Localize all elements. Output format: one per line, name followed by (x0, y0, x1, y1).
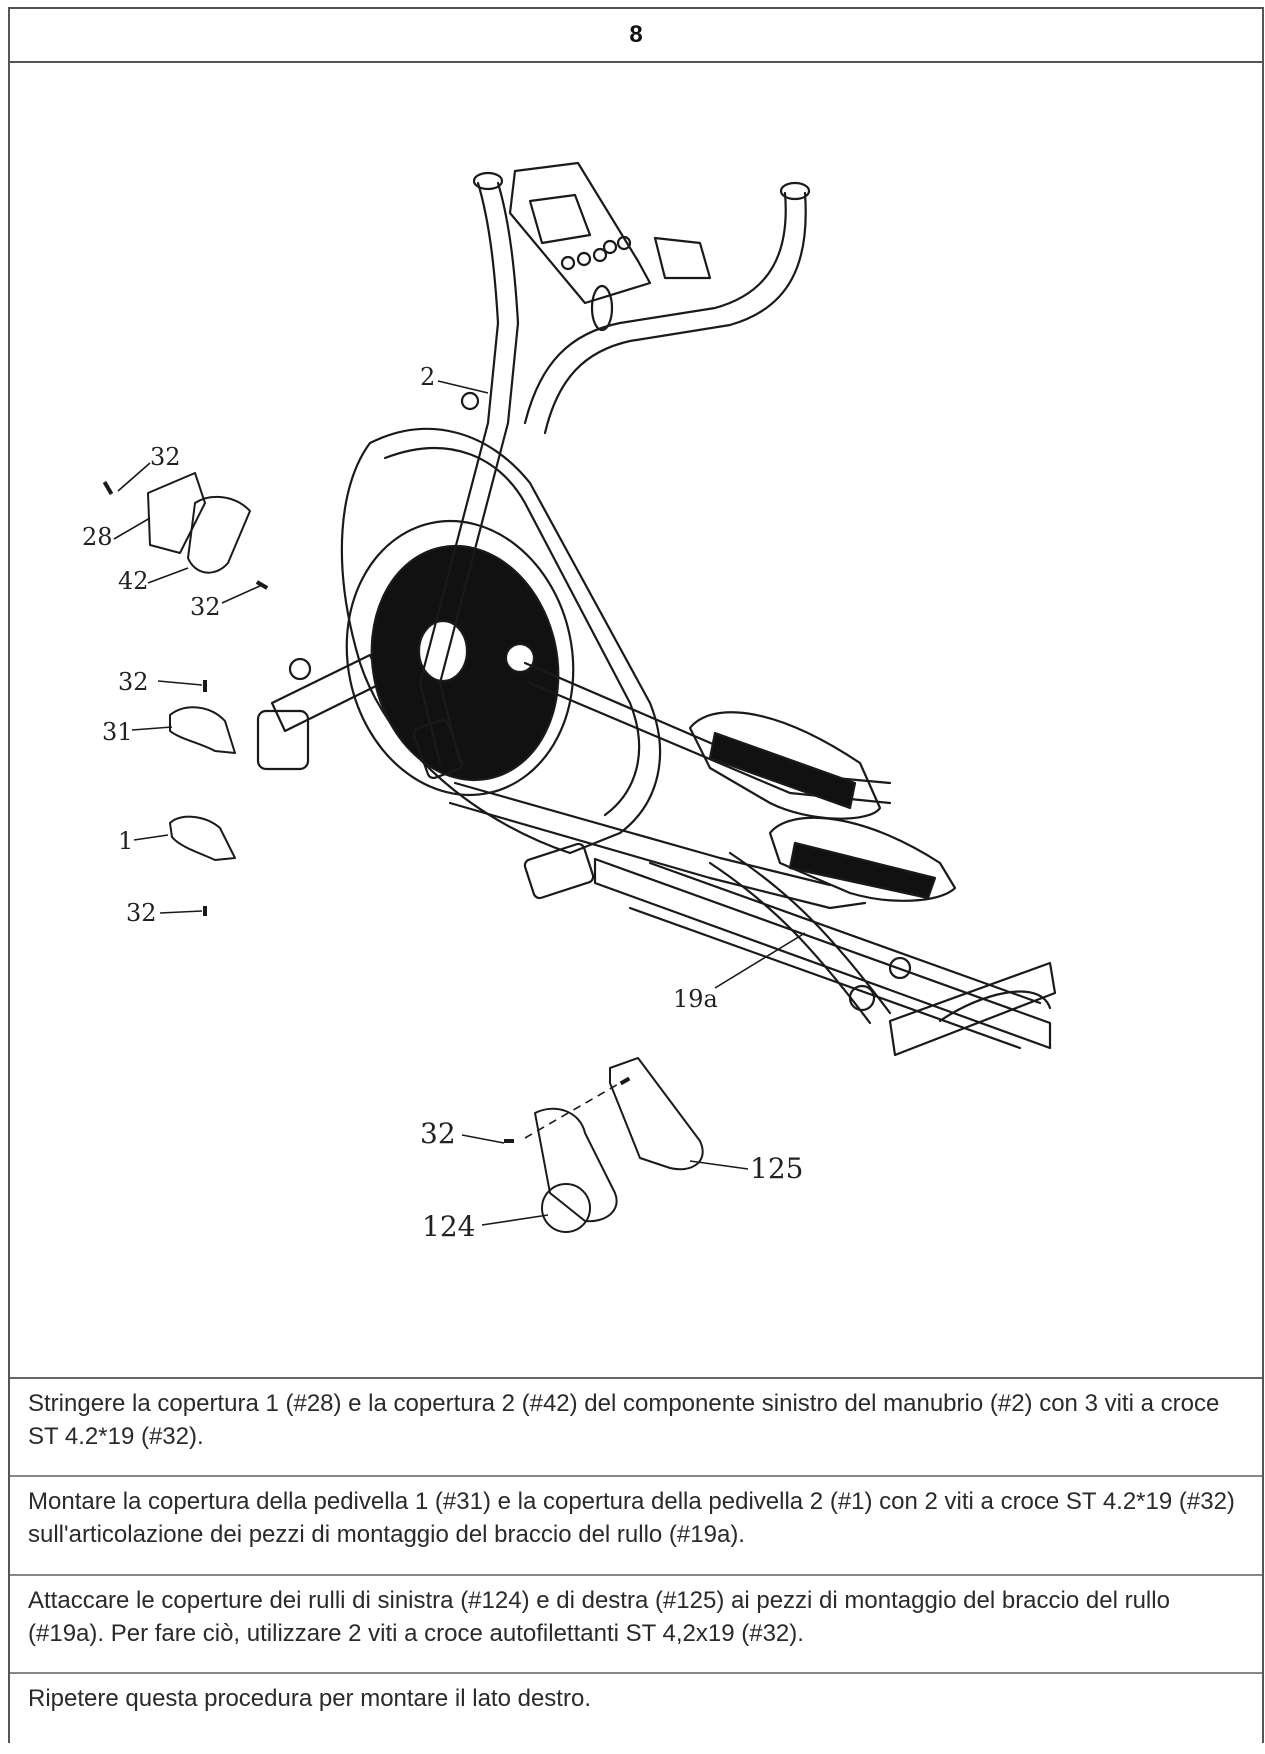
part-125-roller-cover (609, 1057, 704, 1171)
instruction-4: Ripetere questa procedura per montare il… (28, 1685, 591, 1712)
instruction-1: Stringere la copertura 1 (#28) e la cope… (10, 1379, 1262, 1477)
part-28-cover (147, 472, 206, 554)
part-124-roller-cover (534, 1107, 618, 1223)
callout-32-low: 32 (126, 899, 157, 927)
callout-42: 42 (118, 567, 149, 595)
part-31-cover (169, 706, 236, 754)
flywheel (345, 519, 575, 797)
console (508, 161, 652, 332)
right-handlebar-arm (523, 181, 811, 435)
pedal-arms (448, 661, 892, 1025)
base-frame (523, 842, 1057, 1057)
assembly-diagram: 2 32 28 42 32 32 31 1 32 19a 32 124 125 (10, 63, 1262, 1379)
callout-124: 124 (422, 1210, 475, 1243)
callout-32-roller: 32 (420, 1117, 456, 1150)
callout-31: 31 (102, 718, 133, 746)
foot-pedals (688, 711, 957, 902)
part-1-cover (169, 815, 236, 861)
left-handlebar-arm (412, 171, 520, 779)
callout-32-mid: 32 (190, 593, 221, 621)
assembly-step-sheet: 8 (8, 7, 1264, 1743)
callout-19a: 19a (673, 985, 718, 1013)
instruction-3: Attaccare le coperture dei rulli di sini… (10, 1576, 1262, 1674)
step-number: 8 (10, 9, 1262, 63)
callout-125: 125 (750, 1152, 803, 1185)
callout-32-left: 32 (118, 668, 149, 696)
callout-28: 28 (82, 523, 113, 551)
callout-1: 1 (118, 827, 133, 855)
roller-wheel (541, 1183, 591, 1233)
part-42-cover (187, 495, 251, 574)
callout-2: 2 (420, 363, 435, 391)
callout-32-top: 32 (150, 443, 181, 471)
elliptical-trainer-drawing: 2 32 28 42 32 32 31 1 32 19a 32 124 125 (82, 161, 1057, 1243)
instruction-2: Montare la copertura della pedivella 1 (… (10, 1477, 1262, 1576)
